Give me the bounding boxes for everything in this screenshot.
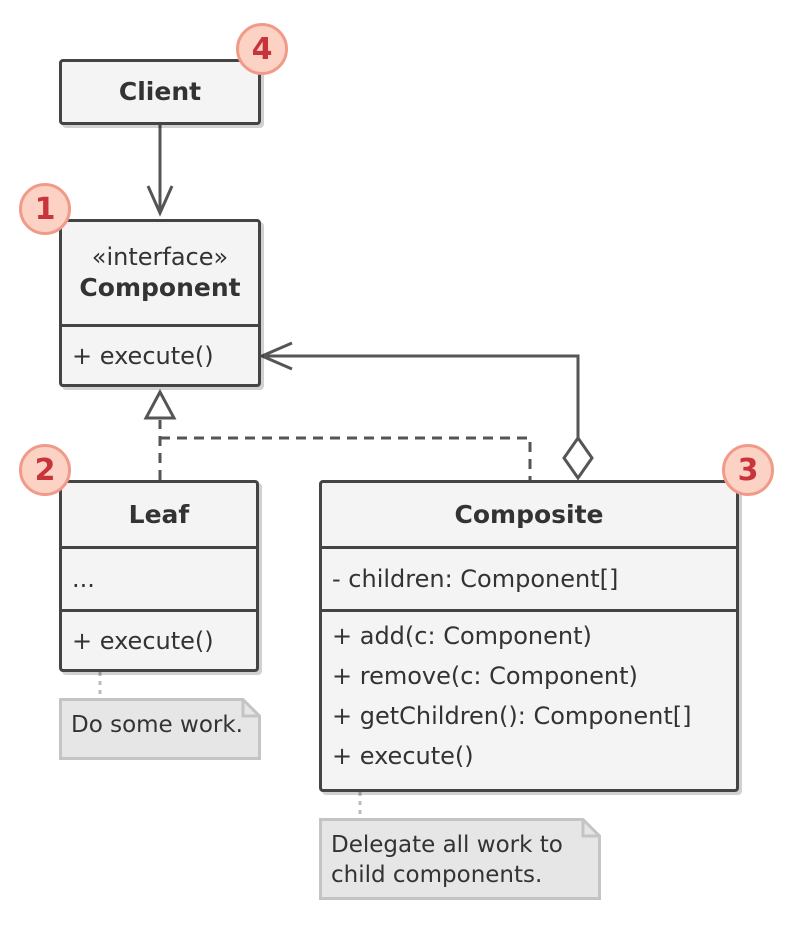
composite-class-box: Composite - children: Component[] + add(…: [319, 480, 739, 792]
composite-method: + remove(c: Component): [332, 662, 638, 690]
component-methods-compartment: + execute(): [62, 324, 258, 384]
leaf-fields-compartment: ...: [62, 546, 256, 609]
component-stereotype: «interface»: [91, 243, 229, 271]
client-class-box: Client: [59, 59, 261, 125]
composite-method: + getChildren(): Component[]: [332, 702, 692, 730]
composite-fields-compartment: - children: Component[]: [322, 546, 736, 609]
composite-note-line: child components.: [331, 862, 543, 888]
component-class-name: Component: [79, 273, 241, 302]
note-shape: [59, 698, 261, 760]
leaf-note-text: Do some work.: [71, 712, 243, 738]
component-method: + execute(): [72, 341, 214, 370]
composite-class-name: Composite: [454, 499, 604, 529]
aggregation-arrow: [258, 341, 594, 481]
component-title-compartment: «interface» Component: [62, 222, 258, 324]
composite-note: Delegate all work to child components.: [319, 818, 601, 900]
leaf-class-name: Leaf: [128, 499, 190, 529]
leaf-title-compartment: Leaf: [62, 483, 256, 546]
realization-arrows: [143, 388, 532, 480]
client-to-component-arrow: [146, 125, 174, 217]
composite-method: + execute(): [332, 742, 474, 770]
component-class-box: «interface» Component + execute(): [59, 219, 261, 387]
leaf-methods-compartment: + execute(): [62, 609, 256, 669]
composite-methods-compartment: + add(c: Component) + remove(c: Componen…: [322, 609, 736, 789]
step-badge-1: 1: [19, 183, 71, 235]
leaf-note: Do some work.: [59, 698, 261, 760]
client-title-compartment: Client: [62, 62, 258, 122]
note-shape: [319, 818, 601, 900]
leaf-field: ...: [72, 565, 95, 593]
composite-field: - children: Component[]: [332, 565, 619, 593]
composite-note-line: Delegate all work to: [331, 832, 563, 858]
client-class-name: Client: [118, 77, 202, 106]
step-badge-2: 2: [19, 444, 71, 496]
step-badge-3: 3: [722, 444, 774, 496]
leaf-class-box: Leaf ... + execute(): [59, 480, 259, 672]
composite-method: + add(c: Component): [332, 622, 592, 650]
leaf-method: + execute(): [72, 626, 214, 655]
step-badge-4: 4: [236, 23, 288, 75]
composite-title-compartment: Composite: [322, 483, 736, 546]
